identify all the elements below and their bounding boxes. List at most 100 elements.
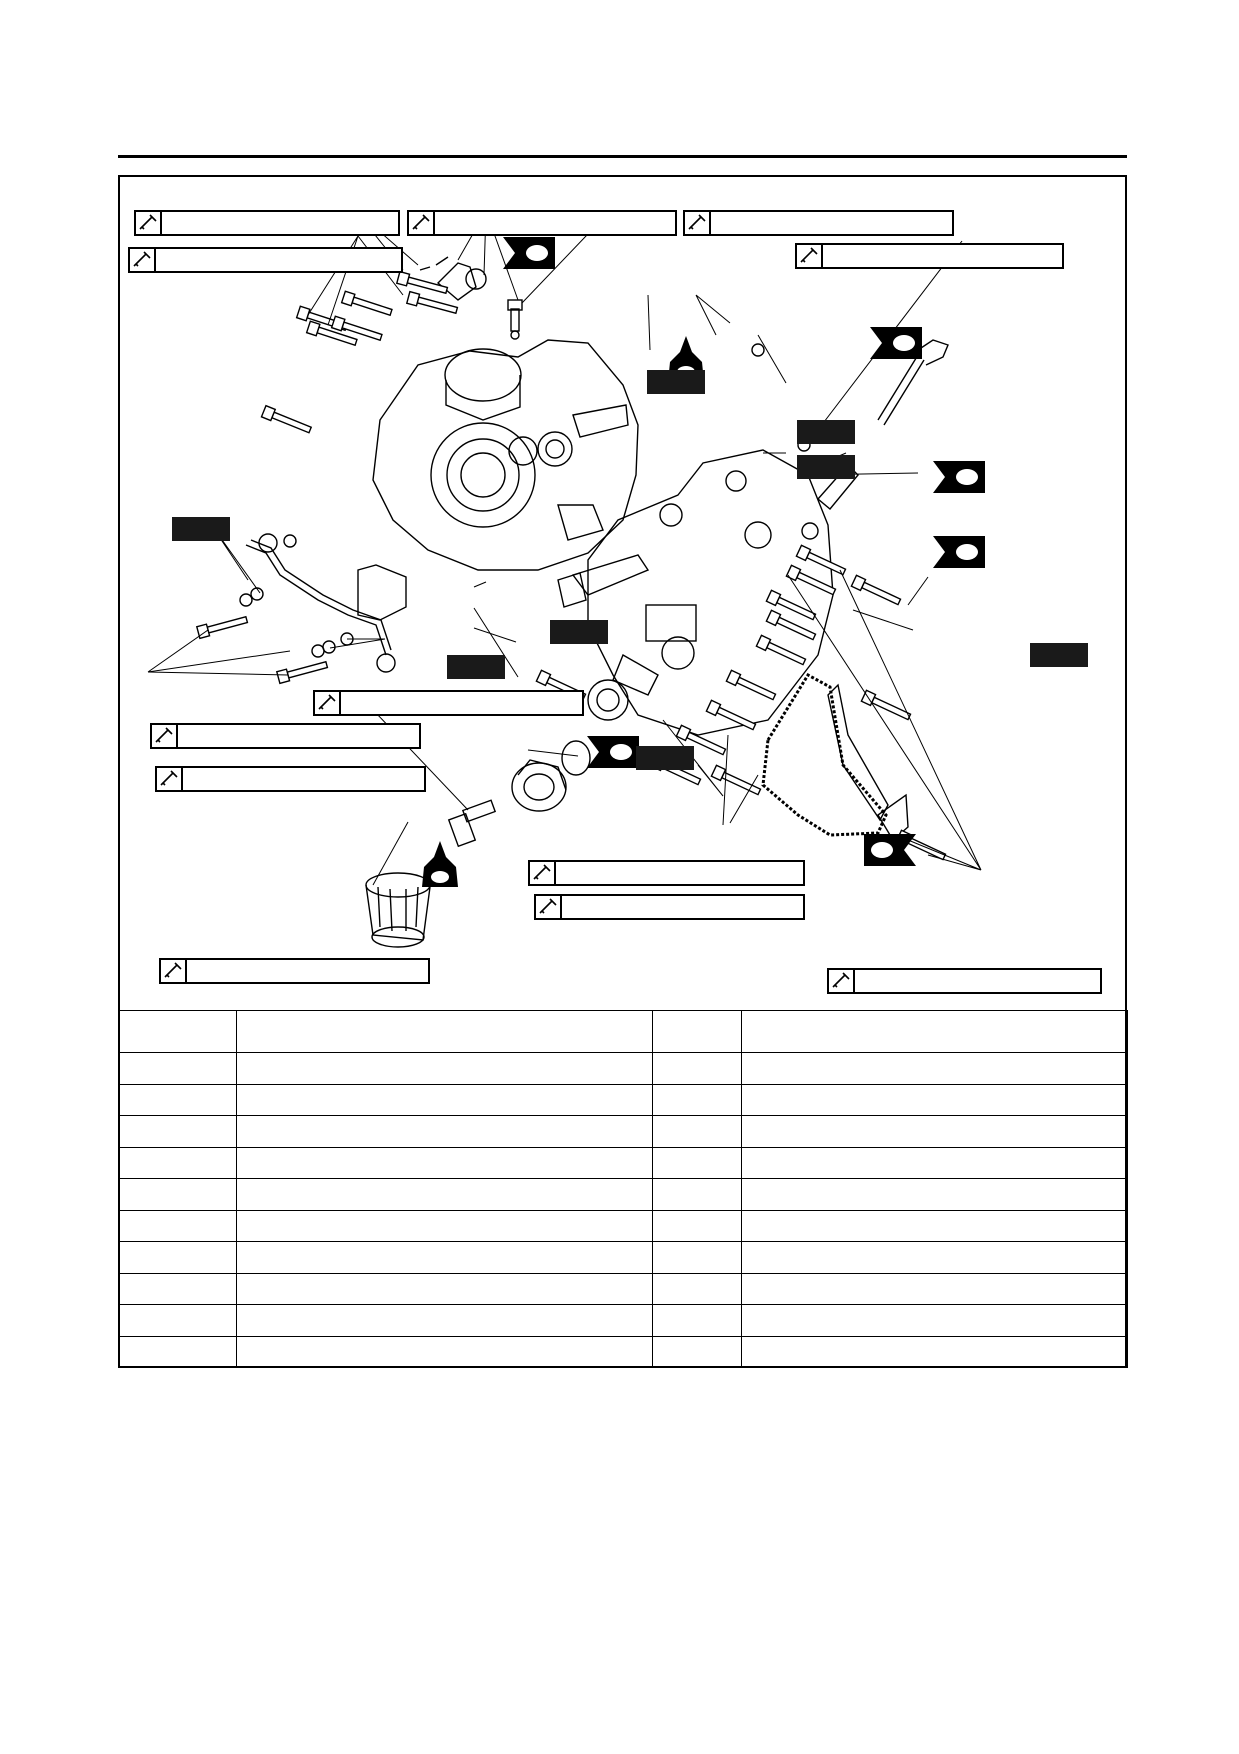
table-header-row (118, 1010, 1128, 1053)
cell (652, 1115, 742, 1148)
cell (118, 1241, 237, 1274)
cell (118, 1083, 237, 1116)
cell (741, 1146, 1128, 1179)
water-pump-housing (444, 348, 522, 402)
torque-box (407, 210, 677, 236)
page-top-rule (118, 155, 1127, 158)
black-tag (172, 517, 230, 541)
cell (236, 1178, 653, 1211)
sealant-icon (503, 237, 985, 866)
cell (236, 1083, 653, 1116)
table-row (118, 1335, 1128, 1368)
cell (652, 1178, 742, 1211)
wrench-icon (152, 724, 178, 748)
table-row (118, 1178, 1128, 1211)
cell (118, 1178, 237, 1211)
oil-filter-union-bolt (447, 799, 497, 848)
wrench-icon (161, 959, 187, 983)
cell (652, 1272, 742, 1305)
timing-chain (761, 673, 888, 837)
cell (741, 1335, 1128, 1368)
table-row (118, 1083, 1128, 1116)
black-tag (1030, 643, 1088, 667)
exploded-view-diagram (118, 175, 1127, 1010)
black-tag (550, 620, 608, 644)
cell (118, 1209, 237, 1242)
torque-box (155, 766, 426, 792)
chain-guide (827, 683, 889, 822)
wrench-icon (536, 895, 562, 919)
torque-box (313, 690, 584, 716)
table-row (118, 1052, 1128, 1085)
torque-box (534, 894, 805, 920)
torque-box (795, 243, 1064, 269)
right-crankcase (587, 449, 834, 736)
header-order (118, 1010, 237, 1053)
cell (652, 1083, 742, 1116)
cell (741, 1083, 1128, 1116)
cell (652, 1052, 742, 1085)
cell (741, 1178, 1128, 1211)
cell (236, 1115, 653, 1148)
oring-large (561, 740, 591, 776)
cell (236, 1272, 653, 1305)
parts-table (118, 1010, 1128, 1368)
black-tag (636, 746, 694, 770)
table-row (118, 1146, 1128, 1179)
cell (741, 1304, 1128, 1337)
cell (118, 1115, 237, 1148)
torque-box (528, 860, 805, 886)
cell (236, 1241, 653, 1274)
cell (118, 1146, 237, 1179)
oil-dipstick (877, 354, 925, 426)
cell (741, 1272, 1128, 1305)
black-tag (797, 420, 855, 444)
oil-delivery-pipe (245, 544, 387, 656)
torque-box (683, 210, 954, 236)
black-tag (447, 655, 505, 679)
torque-box (128, 247, 403, 273)
lubricant-icon (422, 336, 704, 887)
cell (741, 1052, 1128, 1085)
oil-filter-cartridge (365, 872, 431, 948)
torque-box (150, 723, 421, 749)
wrench-icon (315, 691, 341, 715)
table-row (118, 1272, 1128, 1305)
wrench-icon (797, 244, 823, 268)
cell (236, 1052, 653, 1085)
cell (236, 1335, 653, 1368)
table-row (118, 1209, 1128, 1242)
wrench-icon (130, 248, 156, 272)
cell (652, 1241, 742, 1274)
cell (118, 1335, 237, 1368)
cell (652, 1146, 742, 1179)
cell (652, 1335, 742, 1368)
cell (652, 1209, 742, 1242)
wrench-icon (136, 211, 162, 235)
table-row (118, 1115, 1128, 1148)
torque-box (159, 958, 430, 984)
chain-tensioner (877, 793, 909, 842)
torque-box (134, 210, 400, 236)
left-crankcase (372, 339, 639, 571)
left-crankcase-bearing (430, 422, 536, 528)
cell (741, 1241, 1128, 1274)
wrench-icon (530, 861, 556, 885)
black-tag (647, 370, 705, 394)
header-remarks (741, 1010, 1128, 1053)
cell (118, 1052, 237, 1085)
table-row (118, 1241, 1128, 1274)
wrench-icon (157, 767, 183, 791)
cell (118, 1304, 237, 1337)
water-pump-cover (436, 262, 477, 301)
header-qty (652, 1010, 742, 1053)
cell (741, 1115, 1128, 1148)
cell (236, 1209, 653, 1242)
oil-filter-housing (511, 759, 567, 812)
cell (118, 1272, 237, 1305)
cell (236, 1146, 653, 1179)
black-tag (797, 455, 855, 479)
cell (741, 1209, 1128, 1242)
torque-box (827, 968, 1102, 994)
cell (236, 1304, 653, 1337)
